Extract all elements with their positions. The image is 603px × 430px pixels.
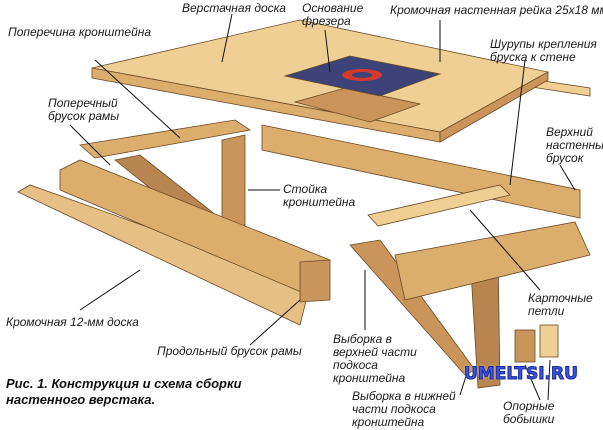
label-wall-screws: Шурупы крепления бруска к стене (490, 37, 597, 64)
label-upper-wall-bar: Верхний настенный брусок (546, 125, 603, 165)
label-bracket-post: Стойка кронштейна (283, 182, 356, 209)
label-upper-notch: Выборка в верхней части подкоса кронштей… (333, 332, 417, 385)
router-hole (352, 72, 372, 78)
hinged-bar (394, 221, 591, 301)
label-router-base: Основание фрезера (302, 1, 364, 28)
label-frame-cross-bar: Поперечный брусок рамы (48, 96, 120, 123)
watermark: UMELTSI.RU (464, 364, 579, 385)
label-lower-notch: Выборка в нижней части подкоса кронштейн… (352, 389, 456, 429)
figure-caption: Рис. 1. Конструкция и схема сборки насте… (6, 376, 242, 407)
bracket-arm (349, 239, 476, 376)
label-card-hinges: Карточные петли (528, 291, 593, 318)
label-frame-long-bar: Продольный брусок рамы (157, 344, 302, 358)
frame-long-bar-end (299, 259, 331, 303)
bracket-crossbar-right (367, 184, 511, 227)
label-support-blocks: Опорные бобышки (503, 399, 555, 426)
label-edge-board: Кромочная 12-мм доска (6, 315, 139, 329)
leader-lines (69, 13, 576, 401)
label-wall-edge-rail: Кромочная настенная рейка 25x18 мм (390, 3, 603, 17)
support-block-2 (539, 324, 559, 358)
label-bracket-crossbar: Поперечина кронштейна (8, 25, 152, 39)
label-workbench-board: Верстачная доска (182, 1, 286, 15)
frame-cross-bar (79, 119, 252, 159)
support-block-1 (514, 329, 536, 363)
router-opening (293, 87, 422, 123)
